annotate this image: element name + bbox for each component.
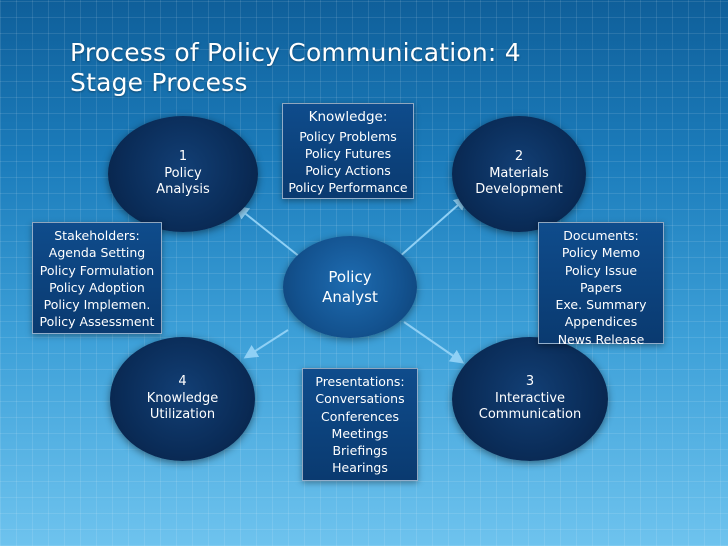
knowledge-item: Policy Performance	[288, 180, 408, 196]
knowledge-item: Policy Actions	[305, 163, 391, 179]
stage-4-label-line-2: Utilization	[149, 407, 216, 423]
arrow-to-stage-2	[397, 196, 469, 259]
stage-2-label-line-1: Materials	[489, 165, 549, 181]
arrow-to-stage-3	[403, 321, 465, 364]
stakeholders-item: Policy Formulation	[39, 262, 155, 278]
presentations-item: Hearings	[332, 460, 388, 476]
knowledge-heading: Knowledge:	[308, 109, 388, 125]
stage-2-number: 2	[514, 148, 524, 164]
presentations-item: Conversations	[315, 391, 405, 407]
stage-4-label-line-1: Knowledge	[146, 390, 219, 406]
stakeholders-box: Stakeholders: Agenda Setting Policy Form…	[32, 222, 162, 334]
documents-item: News Release	[557, 331, 645, 347]
stakeholders-item: Agenda Setting	[48, 245, 146, 261]
documents-heading: Documents:	[563, 228, 639, 243]
stage-1-label-line-2: Analysis	[156, 182, 210, 198]
center-policy-analyst: Policy Analyst	[283, 236, 417, 338]
presentations-heading: Presentations:	[315, 374, 405, 389]
stage-1-number: 1	[178, 148, 188, 164]
knowledge-item: Policy Futures	[304, 145, 392, 161]
stage-2-materials-development: 2 Materials Development	[452, 116, 586, 232]
stage-1-policy-analysis: 1 Policy Analysis	[108, 116, 258, 232]
stakeholders-item: Policy Adoption	[49, 279, 145, 295]
stage-2-label-line-2: Development	[475, 182, 563, 198]
stage-3-number: 3	[525, 373, 535, 389]
knowledge-box: Knowledge: Policy Problems Policy Future…	[282, 103, 414, 199]
arrow-to-stage-1	[234, 205, 301, 258]
slide-title-line-2: Stage Process	[70, 68, 248, 97]
knowledge-item: Policy Problems	[299, 128, 397, 144]
presentations-item: Meetings	[331, 425, 389, 441]
center-label-line-2: Analyst	[322, 288, 378, 306]
stage-3-label-line-1: Interactive	[494, 390, 566, 406]
slide-title-line-1: Process of Policy Communication: 4	[70, 38, 521, 67]
stage-4-knowledge-utilization: 4 Knowledge Utilization	[110, 337, 255, 461]
presentations-item: Briefings	[332, 443, 388, 458]
documents-item: Papers	[580, 279, 622, 295]
slide-title: Process of Policy Communication: 4 Stage…	[70, 38, 670, 98]
center-label-line-1: Policy	[328, 267, 372, 286]
documents-box: Documents: Policy Memo Policy Issue Pape…	[538, 222, 664, 347]
stage-4-number: 4	[178, 373, 187, 389]
stage-1-label-line-1: Policy	[164, 165, 202, 181]
documents-item: Policy Issue	[564, 262, 638, 278]
stakeholders-item: Policy Implemen.	[43, 297, 151, 312]
stage-3-interactive-communication: 3 Interactive Communication	[452, 337, 608, 461]
documents-item: Policy Memo	[561, 245, 641, 261]
presentations-item: Conferences	[321, 408, 399, 424]
presentations-box: Presentations: Conversations Conferences…	[302, 368, 418, 481]
documents-item: Appendices	[564, 314, 638, 330]
arrow-to-stage-4	[243, 329, 289, 359]
documents-item: Exe. Summary	[555, 297, 647, 312]
stakeholders-heading: Stakeholders:	[54, 228, 140, 243]
stage-3-label-line-2: Communication	[478, 407, 582, 423]
stakeholders-item: Policy Assessment	[39, 314, 155, 330]
